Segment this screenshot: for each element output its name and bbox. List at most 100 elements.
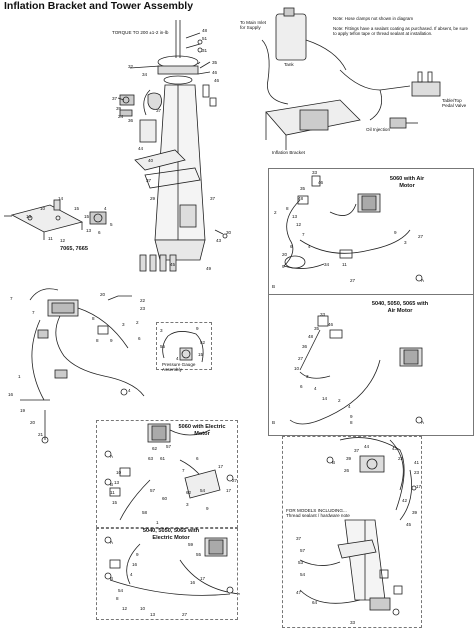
tank-label: Tank (284, 62, 294, 67)
model-5040-elec: 5040, 5050, 5065 with Electric Motor (142, 528, 200, 541)
part-callout-gauge: 4 (176, 356, 179, 361)
part-callout-tower_right: 37 (296, 536, 302, 541)
part-callout-bracket: 15 (84, 214, 90, 219)
elec5060-frame (96, 420, 238, 528)
model-5060-air: 5060 with Air Motor (389, 176, 425, 189)
part-callout-tower: 32 (128, 64, 134, 69)
oil-injection-label: Oil Injection (366, 127, 391, 132)
part-callout-left_valve: 20 (30, 420, 36, 425)
part-callout-air5060: 2 (274, 210, 277, 215)
part-callout-elec5060: B (110, 482, 114, 487)
part-callout-elec5040: A (110, 540, 114, 545)
part-callout-tower: 37 (156, 108, 162, 113)
part-callout-bracket: 13 (86, 228, 92, 233)
part-callout-elec5040: 16 (190, 580, 196, 585)
elec5040-assembly (109, 537, 241, 596)
part-callout-elec5060: A (110, 454, 114, 459)
part-callout-air5040: 33 (320, 312, 326, 317)
part-callout-air5040: 8 (350, 420, 353, 425)
part-callout-elec5040: 27 (182, 612, 188, 617)
part-callout-elec5040: 4 (130, 572, 133, 577)
part-callout-elec5060: 57 (150, 488, 156, 493)
part-callout-tower: 31 (202, 48, 208, 53)
part-callout-tower: 30 (226, 230, 232, 235)
part-callout-elec5060: 61 (160, 456, 166, 461)
model-7065: 7065, 7665 (60, 246, 88, 252)
part-callout-tower_right: 33 (350, 620, 356, 625)
part-callout-elec5060: 58 (142, 510, 148, 515)
part-callout-left_valve: 3 (122, 322, 125, 327)
left-valve-assembly (20, 288, 145, 444)
part-callout-gauge: 15 (198, 352, 204, 357)
part-callout-tower_right: 37 (354, 448, 360, 453)
part-callout-tower_right: 45 (406, 522, 412, 527)
part-callout-elec5060: 62 (186, 490, 192, 495)
page-title: Inflation Bracket and Tower Assembly (4, 0, 194, 12)
part-callout-air5040: 2 (338, 398, 341, 403)
part-callout-tower_right: 17 (416, 484, 422, 489)
part-callout-air5040: 3 (306, 374, 309, 379)
part-callout-bracket: 6 (98, 230, 101, 235)
part-callout-air5060: 4 (308, 244, 311, 249)
part-callout-elec5060: 60 (162, 496, 168, 501)
elec5060-assembly (109, 423, 221, 521)
part-callout-elec5040: 16 (132, 562, 138, 567)
part-callout-gauge: 9 (196, 326, 199, 331)
part-callout-gauge: 52 (200, 340, 206, 345)
part-callout-air5040: 48 (308, 334, 314, 339)
tower-assembly (117, 20, 228, 272)
air5060-assembly (283, 175, 411, 269)
part-callout-left_valve: 1 (18, 374, 21, 379)
part-callout-tower: 48 (202, 28, 208, 33)
part-callout-air5060: 46 (318, 180, 324, 185)
part-callout-air5040: B (272, 420, 276, 425)
part-callout-air5060: 9 (394, 230, 397, 235)
part-callout-elec5060: 10 (116, 470, 122, 475)
part-callout-air5060: 48 (298, 196, 304, 201)
part-callout-tower_right: 39 (346, 456, 352, 461)
part-callout-air5040: 4 (348, 404, 351, 409)
part-callout-tower_right: 26 (344, 468, 350, 473)
gauge-label: Pressure Gauge Assembly (162, 362, 196, 372)
part-callout-left_valve: 22 (140, 298, 146, 303)
part-callout-tower: 35 (212, 60, 218, 65)
part-callout-tower_right: 23 (414, 470, 420, 475)
part-callout-elec5060: 15 (112, 500, 118, 505)
part-callout-elec5040: 8 (116, 596, 119, 601)
part-callout-elec5060: 17 (218, 464, 224, 469)
part-callout-air5040: 36 (302, 344, 308, 349)
part-callout-air5060: 3 (404, 240, 407, 245)
part-callout-left_valve: 8 (96, 338, 99, 343)
part-callout-left_valve: 23 (140, 306, 146, 311)
part-callout-elec5040: 59 (188, 542, 194, 547)
part-callout-tower: 37 (112, 96, 118, 101)
part-callout-tower: 44 (138, 146, 144, 151)
part-callout-elec5040: 9 (136, 552, 139, 557)
part-callout-tower_right: 43 (392, 446, 398, 451)
part-callout-air5040: 35 (314, 326, 320, 331)
part-callout-bracket: 10 (40, 206, 46, 211)
part-callout-air5040: 4 (314, 386, 317, 391)
part-callout-elec5060: 3 (186, 502, 189, 507)
part-callout-air5060: 35 (300, 186, 306, 191)
part-callout-air5040: 10 (294, 366, 300, 371)
part-callout-tower: 37 (146, 178, 152, 183)
main-inlet-label: To Main Inlet for Supply (240, 20, 267, 30)
part-callout-air5060: 34 (324, 262, 330, 267)
air5060-frame (268, 168, 474, 295)
air5040-assembly (289, 315, 423, 425)
part-callout-air5060: 20 (282, 252, 288, 257)
part-callout-tower: 39 (116, 106, 122, 111)
part-callout-elec5060: 57 (166, 444, 172, 449)
elec5040-frame (96, 528, 238, 620)
part-callout-left_valve: 8 (92, 316, 95, 321)
part-callout-tower_right: 57 (300, 548, 306, 553)
part-callout-air5040: 6 (300, 384, 303, 389)
part-callout-tower: 46 (214, 78, 220, 83)
part-callout-left_valve: 21 (38, 432, 44, 437)
part-callout-tower_right: 39 (412, 510, 418, 515)
part-callout-tower_right: 42 (402, 498, 408, 503)
part-callout-air5040: A (421, 420, 425, 425)
part-callout-tower: 37 (210, 196, 216, 201)
